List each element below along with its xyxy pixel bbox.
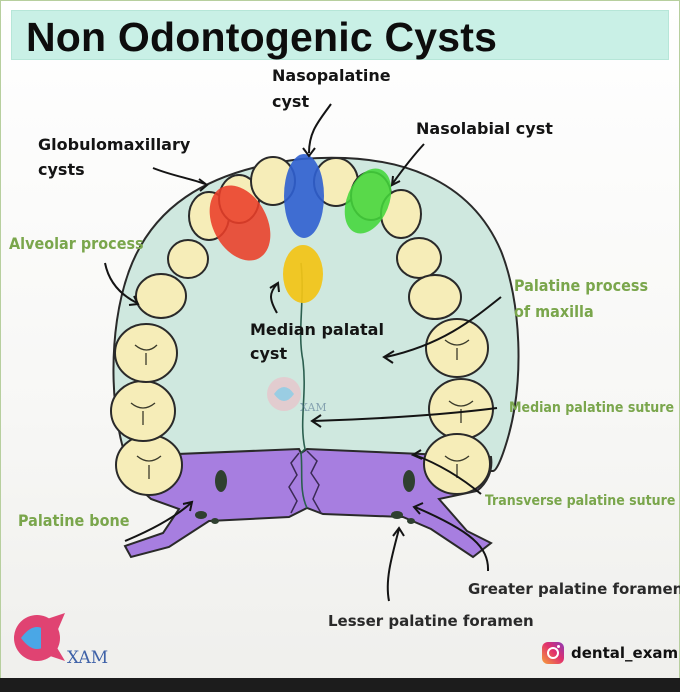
palatine-process-label-line1: Palatine process <box>514 276 649 295</box>
globulomaxillary-label-line1: Globulomaxillary <box>38 135 191 154</box>
title-band: Non Odontogenic Cysts <box>11 10 669 60</box>
watermark-text: XAM <box>300 401 327 414</box>
median-palatal-label-line1: Median palatal <box>250 320 384 339</box>
instagram-icon <box>542 642 564 664</box>
page-title: Non Odontogenic Cysts <box>26 14 498 60</box>
transverse-palatine-suture-label: Transverse palatine suture <box>485 493 676 509</box>
logo-text: XAM <box>67 648 108 668</box>
median-palatine-suture-label: Median palatine suture <box>509 400 675 416</box>
greater-palatine-foramen-label: Greater palatine foramen <box>468 580 680 598</box>
transverse-suture-right <box>306 450 322 514</box>
bottom-bar <box>0 678 680 691</box>
alveolar-process-label: Alveolar process <box>9 234 144 253</box>
median-palatal-cyst <box>283 245 323 303</box>
palatine-process-label-line2: of maxilla <box>514 302 594 321</box>
instagram-credit: dental_exam <box>542 642 678 664</box>
nasopalatine-label-1: Nasopalatine cyst <box>272 63 391 115</box>
median-palatal-label-line2: cyst <box>250 344 288 363</box>
pointer-arrows <box>104 103 502 602</box>
foramina <box>195 470 415 524</box>
nasolabial-cyst <box>344 168 392 234</box>
nasopalatine-label: Nasopalatine cyst <box>272 66 391 111</box>
molar-grooves <box>130 339 474 479</box>
watermark-logo: XAM <box>267 377 327 414</box>
nasopalatine-cyst <box>284 154 324 238</box>
exam-logo: XAM <box>14 613 108 668</box>
instagram-handle: dental_exam <box>571 644 679 662</box>
transverse-palatine-suture <box>288 452 300 514</box>
globulomaxillary-label-line2: cysts <box>38 160 85 179</box>
lesser-palatine-foramen-label: Lesser palatine foramen <box>328 612 534 630</box>
nasolabial-label: Nasolabial cyst <box>416 119 553 138</box>
globulomaxillary-cyst <box>209 185 271 261</box>
median-palatine-suture <box>299 262 308 509</box>
palatine-bone-label: Palatine bone <box>18 511 130 530</box>
